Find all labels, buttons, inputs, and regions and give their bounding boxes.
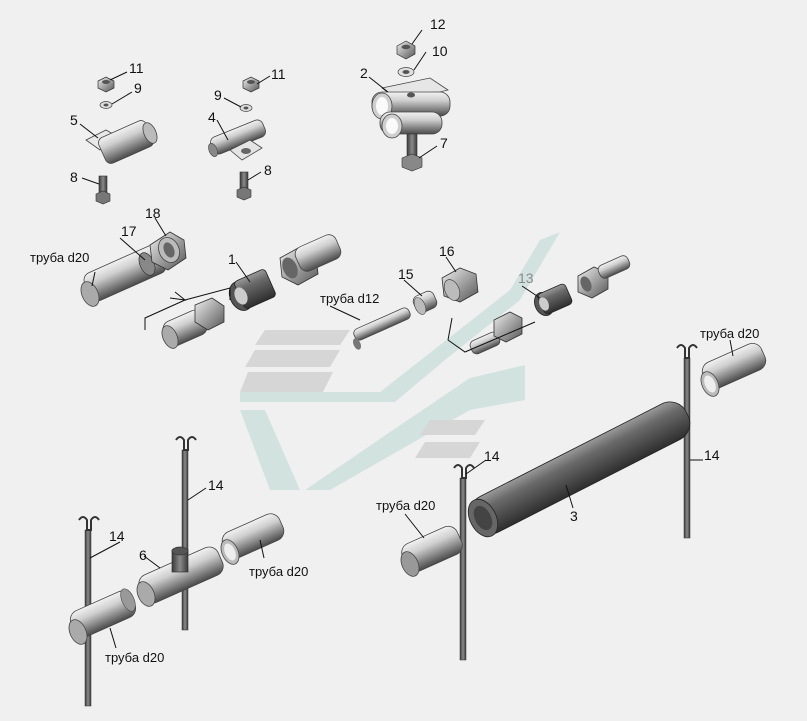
bracket-lines-middle (447, 317, 536, 353)
adapter-lower (161, 297, 225, 349)
label-13: 13 (518, 270, 534, 286)
union-13 (534, 283, 573, 316)
union-13-mate (577, 255, 631, 299)
label-17: 17 (121, 223, 137, 239)
washer-9-left (99, 101, 113, 109)
bracket-5 (85, 120, 158, 164)
strap-14-center (175, 436, 197, 631)
label-6: 6 (139, 547, 147, 563)
pipe-d20-bottom-right (400, 525, 463, 577)
label-9-mid: 9 (214, 87, 222, 103)
nut-16 (441, 267, 479, 303)
label-8-left: 8 (70, 169, 78, 185)
callout-labels: 11 9 5 8 11 9 4 8 12 10 2 7 17 18 1 15 1… (30, 16, 759, 665)
label-5: 5 (70, 112, 78, 128)
label-pipe-d20-upper-left: труба d20 (30, 250, 89, 265)
strap-14-right-a (453, 464, 475, 661)
label-9-left: 9 (134, 80, 142, 96)
union-1-mate (279, 234, 342, 286)
label-11-left: 11 (129, 60, 144, 76)
nut-18 (149, 231, 187, 271)
label-8-mid: 8 (264, 162, 272, 178)
leader-lines (79, 29, 734, 649)
washer-10 (397, 67, 415, 77)
label-2: 2 (360, 65, 368, 81)
label-pipe-d20-bottom-mid: труба d20 (249, 564, 308, 579)
label-14-right-a: 14 (484, 448, 500, 464)
union-1 (228, 269, 276, 311)
label-4: 4 (208, 109, 216, 125)
label-pipe-d20-bottom-right: труба d20 (376, 498, 435, 513)
pipe-d12 (352, 307, 411, 350)
watermark-logo (240, 232, 560, 490)
pipe-d20-bottom-mid (220, 513, 285, 565)
label-18: 18 (145, 205, 161, 221)
hose-3 (467, 401, 691, 538)
label-10: 10 (432, 43, 448, 59)
bracket-lines-left (144, 287, 231, 330)
label-14-right-b: 14 (704, 447, 720, 463)
label-11-mid: 11 (271, 66, 286, 82)
washer-9-mid (239, 104, 253, 112)
label-14-center: 14 (208, 477, 224, 493)
label-7: 7 (440, 135, 448, 151)
bolt-7 (401, 133, 423, 172)
label-pipe-d12: труба d12 (320, 291, 379, 306)
nut-11-left (97, 76, 115, 93)
pipe-d20-top-right (700, 342, 767, 397)
label-12: 12 (430, 16, 446, 32)
pipe-d20-bottom-left (68, 588, 137, 645)
nut-11-mid (242, 76, 260, 93)
label-pipe-d20-top-right: труба d20 (700, 326, 759, 341)
strap-14-right-b (676, 344, 698, 539)
sleeve-15 (412, 290, 438, 315)
label-pipe-d20-bottom-left: труба d20 (105, 650, 164, 665)
clamp-2 (371, 77, 451, 139)
label-1: 1 (228, 251, 236, 267)
label-16: 16 (439, 243, 455, 259)
bracket-4 (208, 119, 266, 161)
label-3: 3 (570, 508, 578, 524)
bolt-8-mid (236, 171, 252, 201)
tee-6 (136, 546, 224, 607)
label-14-left: 14 (109, 528, 125, 544)
label-15: 15 (398, 266, 414, 282)
bolt-8-left (95, 175, 111, 205)
nut-12 (396, 40, 416, 60)
